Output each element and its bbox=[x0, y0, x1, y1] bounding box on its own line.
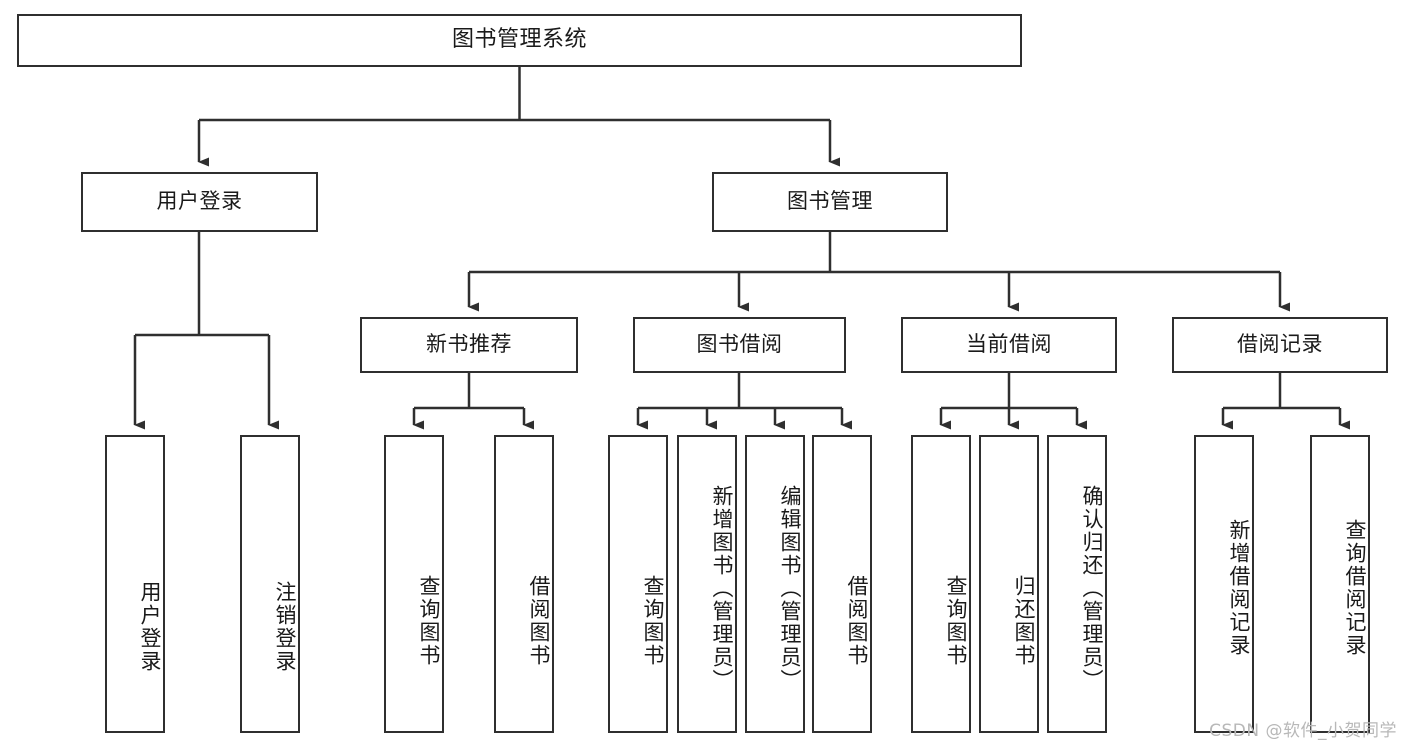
node-book-borrow[interactable]: 图书借阅 bbox=[633, 317, 846, 373]
leaf-user-logout[interactable]: 注销登录 bbox=[240, 435, 300, 733]
leaf-current-query-book[interactable]: 查询图书 bbox=[911, 435, 971, 733]
node-label: 编辑图书（管理员） bbox=[778, 484, 802, 692]
node-label: 借阅记录 bbox=[1237, 332, 1323, 357]
node-book-management[interactable]: 图书管理 bbox=[712, 172, 948, 232]
leaf-borrow-borrow-book[interactable]: 借阅图书 bbox=[812, 435, 872, 733]
node-label: 图书借阅 bbox=[696, 332, 783, 357]
node-label: 查询图书 bbox=[641, 575, 665, 667]
node-borrow-record[interactable]: 借阅记录 bbox=[1172, 317, 1388, 373]
node-label: 新增图书（管理员） bbox=[710, 484, 734, 692]
leaf-current-return-book[interactable]: 归还图书 bbox=[979, 435, 1039, 733]
leaf-user-login[interactable]: 用户登录 bbox=[105, 435, 165, 733]
node-label: 确认归还（管理员） bbox=[1080, 484, 1104, 692]
node-label: 借阅图书 bbox=[527, 575, 551, 667]
node-new-book-recommend[interactable]: 新书推荐 bbox=[360, 317, 578, 373]
node-label: 新增借阅记录 bbox=[1227, 519, 1251, 657]
leaf-record-add-borrow-record[interactable]: 新增借阅记录 bbox=[1194, 435, 1254, 733]
node-label: 借阅图书 bbox=[845, 575, 869, 667]
node-label: 注销登录 bbox=[273, 581, 297, 673]
node-label: 查询借阅记录 bbox=[1343, 519, 1367, 657]
leaf-borrow-edit-book-admin[interactable]: 编辑图书（管理员） bbox=[745, 435, 805, 733]
leaf-record-query-borrow-record[interactable]: 查询借阅记录 bbox=[1310, 435, 1370, 733]
leaf-borrow-query-book[interactable]: 查询图书 bbox=[608, 435, 668, 733]
node-label: 图书管理 bbox=[787, 189, 873, 214]
node-user-login[interactable]: 用户登录 bbox=[81, 172, 318, 232]
node-current-borrow[interactable]: 当前借阅 bbox=[901, 317, 1117, 373]
node-label: 图书管理系统 bbox=[451, 27, 587, 53]
node-label: 用户登录 bbox=[156, 189, 243, 214]
node-label: 查询图书 bbox=[944, 575, 968, 667]
node-root-system[interactable]: 图书管理系统 bbox=[17, 14, 1022, 67]
leaf-current-confirm-return-admin[interactable]: 确认归还（管理员） bbox=[1047, 435, 1107, 733]
node-label: 查询图书 bbox=[417, 575, 441, 667]
leaf-recommend-query-book[interactable]: 查询图书 bbox=[384, 435, 444, 733]
node-label: 用户登录 bbox=[138, 581, 162, 673]
node-label: 归还图书 bbox=[1012, 575, 1036, 667]
node-label: 当前借阅 bbox=[966, 332, 1052, 357]
node-label: 新书推荐 bbox=[426, 332, 512, 357]
leaf-borrow-add-book-admin[interactable]: 新增图书（管理员） bbox=[677, 435, 737, 733]
watermark-text: CSDN @软件_小贺同学 bbox=[1209, 721, 1397, 741]
leaf-recommend-borrow-book[interactable]: 借阅图书 bbox=[494, 435, 554, 733]
